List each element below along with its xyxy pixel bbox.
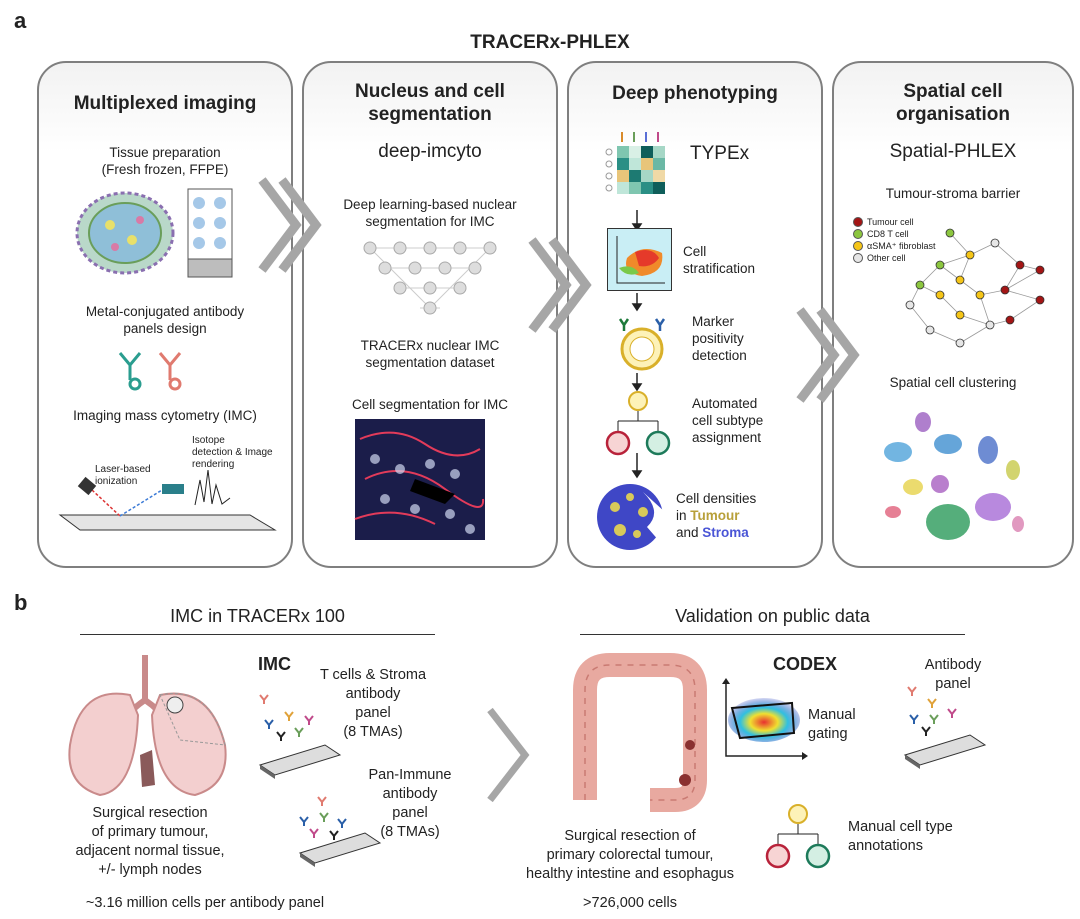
spatial-clustering-label: Spatial cell clustering — [889, 375, 1017, 390]
chevron-icon — [528, 237, 592, 333]
flow-arrows — [631, 210, 643, 479]
heatmap-icon — [605, 132, 665, 194]
panel-a-letter: a — [14, 8, 27, 33]
chevron-icon — [487, 707, 530, 803]
tool-spatial-phlex: Spatial-PHLEX — [889, 141, 1017, 162]
imc-tracerx-heading: IMC in TRACERx 100 — [170, 606, 345, 626]
cell-densities-label: Cell densities in Tumour and Stroma — [676, 490, 766, 541]
validation-heading: Validation on public data — [675, 606, 870, 626]
antibody-icon — [118, 352, 182, 391]
tool-typex: TYPEx — [690, 143, 750, 164]
tma-slide-2 — [298, 796, 382, 867]
tumour-stroma-barrier-label: Tumour-stroma barrier — [885, 186, 1021, 201]
and-word: and — [676, 525, 703, 540]
stroma-word: Stroma — [702, 525, 749, 540]
lung-illustration — [68, 655, 227, 797]
stage-box-4 — [832, 61, 1074, 568]
tissue-prep-label: Tissue preparation (Fresh frozen, FFPE) — [101, 145, 229, 177]
tool-deep-imcyto: deep-imcyto — [378, 141, 482, 162]
laser-label: Laser-based ionization — [95, 464, 151, 487]
codex-cell-count: >726,000 cells — [583, 895, 677, 911]
codex-badge: CODEX — [773, 654, 838, 674]
legend-other: Other cell — [853, 252, 935, 264]
stratification-plot — [607, 228, 672, 291]
colon-resection-label: Surgical resection of primary colorectal… — [526, 828, 734, 882]
chevron-icon — [258, 177, 322, 273]
segmentation-image — [354, 419, 485, 540]
nuclear-dataset-label: TRACERx nuclear IMC segmentation dataset — [360, 338, 500, 370]
legend-tumour: Tumour cell — [853, 216, 935, 228]
nuclear-seg-label: Deep learning-based nuclear segmentation… — [343, 197, 517, 229]
imc-instrument — [58, 469, 277, 531]
density-map — [597, 484, 665, 550]
stage-title-multiplexed-imaging: Multiplexed imaging — [73, 93, 257, 114]
antibody-panel-label: Antibody panel — [924, 657, 982, 692]
antibody-design-label: Metal-conjugated antibody panels design — [85, 304, 245, 336]
t-cells-stroma-panel: T cells & Stroma antibody panel (8 TMAs) — [319, 667, 427, 740]
imc-label: Imaging mass cytometry (IMC) — [73, 408, 257, 423]
imc-cell-count: ~3.16 million cells per antibody panel — [85, 895, 325, 911]
manual-annotations-label: Manual cell type annotations — [848, 819, 953, 854]
tissue-illustration — [75, 188, 233, 278]
tma-slide-1 — [258, 694, 342, 779]
stage-title-deep-phenotyping: Deep phenotyping — [612, 83, 778, 104]
chevron-icon — [796, 307, 860, 403]
barrier-graph — [905, 228, 1045, 348]
cell-stratification-label: Cell stratification — [683, 244, 756, 276]
cell-seg-label: Cell segmentation for IMC — [351, 397, 509, 412]
stage-box-1 — [37, 61, 293, 568]
tumour-word: Tumour — [690, 508, 740, 523]
isotope-label: Isotope detection & Image rendering — [192, 435, 273, 470]
cluster-map — [884, 412, 1024, 540]
validation-heading-rule — [580, 634, 965, 635]
marker-positivity-label: Marker positivity detection — [692, 314, 747, 363]
imc-heading-rule — [80, 634, 435, 635]
cell-densities-prefix: Cell densities in — [676, 491, 757, 523]
marker-cell-icon — [618, 318, 666, 371]
legend-cd8: CD8 T cell — [853, 228, 935, 240]
panel-b-letter: b — [14, 590, 28, 615]
stage-title-segmentation: Nucleus and cell segmentation — [355, 81, 505, 125]
stage-title-spatial: Spatial cell organisation — [895, 81, 1010, 125]
manual-gating-label: Manual gating — [808, 707, 856, 742]
figure-title: TRACERx-PHLEX — [470, 32, 630, 53]
subtype-assignment-label: Automated cell subtype assignment — [692, 396, 764, 445]
gating-plot — [722, 678, 808, 760]
unet-icon — [363, 241, 497, 315]
lung-resection-label: Surgical resection of primary tumour, ad… — [75, 805, 225, 878]
legend-fibroblast: αSMA⁺ fibroblast — [853, 240, 935, 252]
colon-illustration — [573, 653, 707, 812]
cell-type-tree — [765, 804, 831, 869]
tma-slide-3 — [903, 686, 987, 769]
imc-badge: IMC — [258, 654, 291, 674]
cell-legend: Tumour cell CD8 T cell αSMA⁺ fibroblast … — [853, 216, 935, 264]
pan-immune-panel: Pan-Immune antibody panel (8 TMAs) — [368, 767, 452, 840]
cell-subtype-tree — [605, 391, 671, 456]
